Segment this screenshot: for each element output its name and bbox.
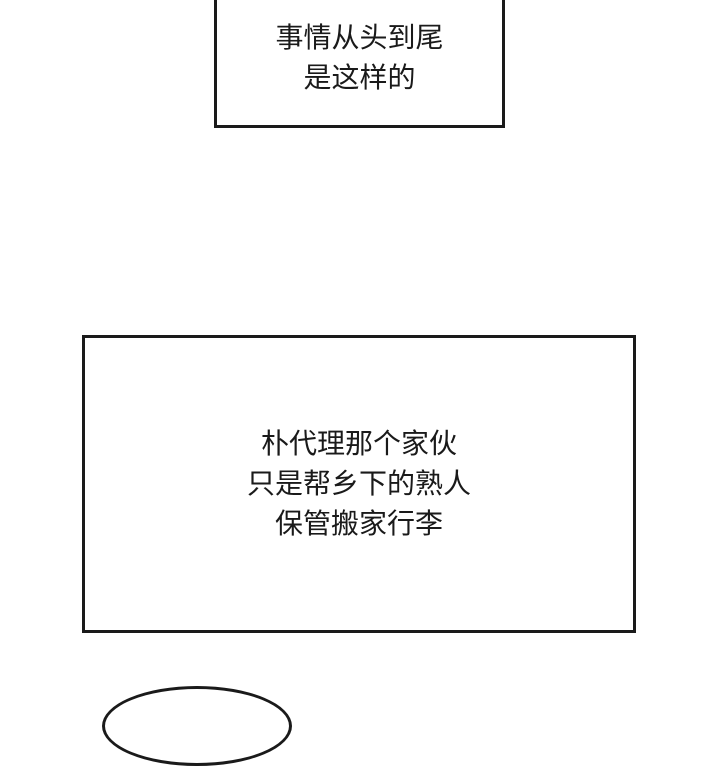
caption-line: 朴代理那个家伙: [260, 427, 457, 460]
caption-box-middle: 朴代理那个家伙 只是帮乡下的熟人 保管搬家行李: [82, 335, 636, 633]
caption-box-top: 事情从头到尾 是这样的: [214, 0, 505, 128]
caption-line: 是这样的: [303, 61, 416, 94]
caption-line: 保管搬家行李: [274, 507, 443, 540]
caption-line: 事情从头到尾: [275, 21, 444, 54]
caption-line: 只是帮乡下的熟人: [246, 467, 471, 500]
speech-bubble-edge: [102, 686, 292, 766]
